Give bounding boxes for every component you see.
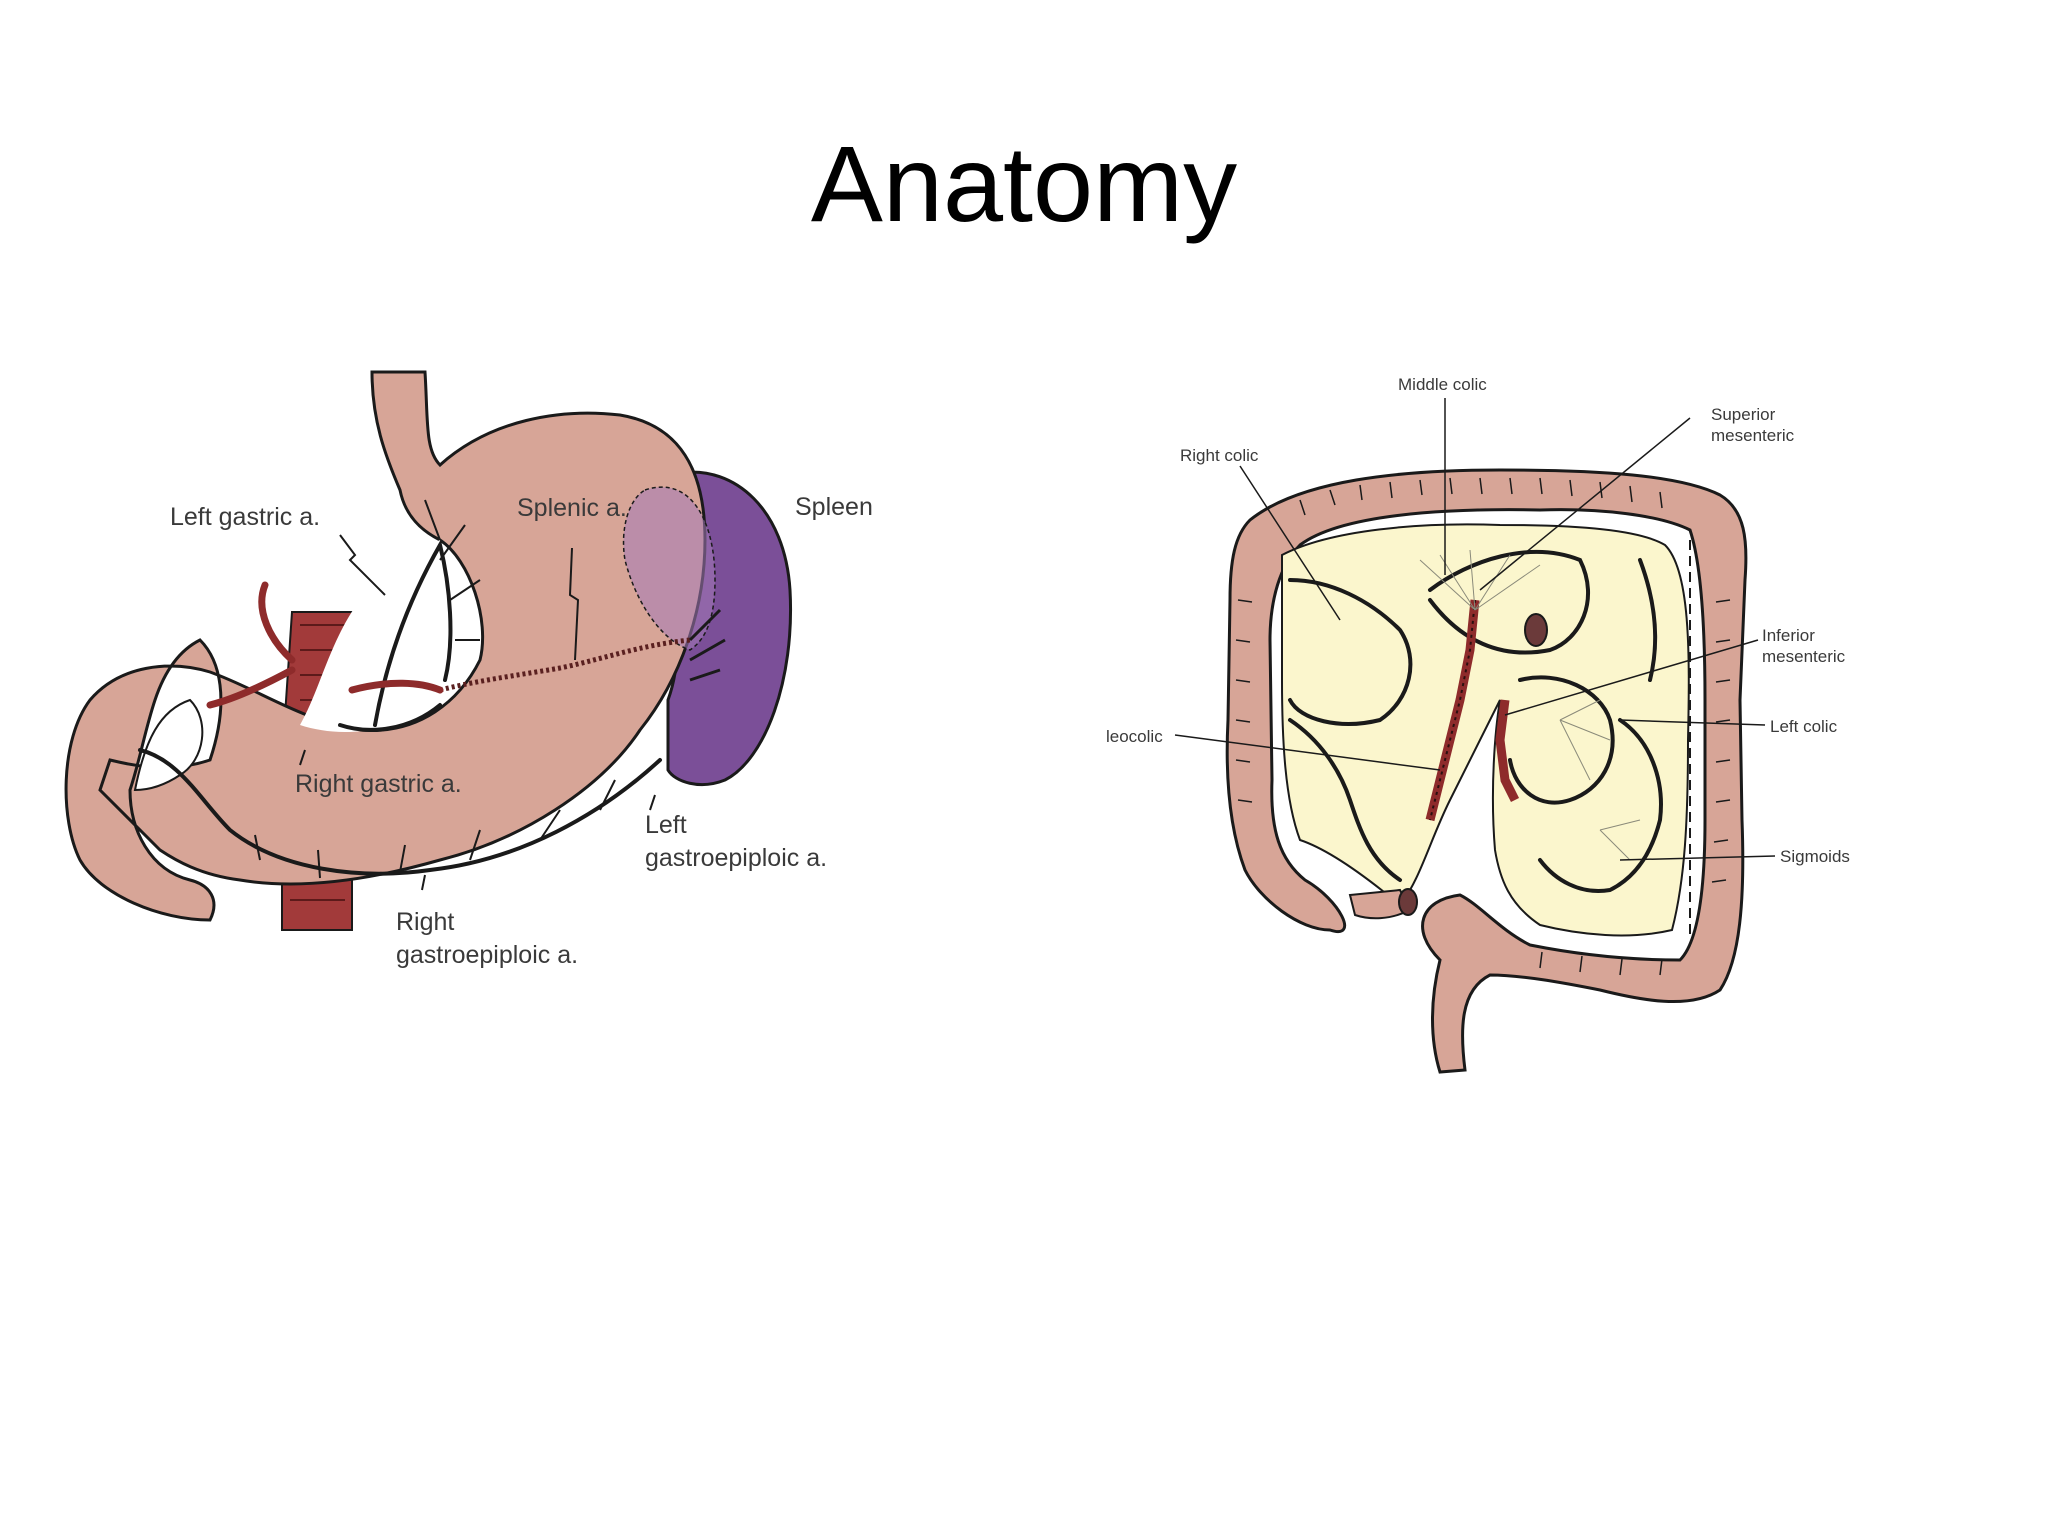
label-right-gastroepiploic-2: gastroepiploic a. [396,941,578,969]
label-ileocolic: leocolic [1106,727,1163,746]
label-right-colic: Right colic [1180,446,1259,465]
label-inferior-mesenteric-2: mesenteric [1762,647,1846,666]
colon [1225,468,1748,1074]
splenic-artery [439,637,691,693]
label-right-gastroepiploic-1: Right [396,908,454,936]
inferior-mesenteric-trunk [1495,699,1520,803]
slide-title: Anatomy [810,123,1238,244]
label-sigmoids: Sigmoids [1780,847,1850,866]
label-left-colic: Left colic [1770,717,1838,736]
label-right-gastric: Right gastric a. [295,770,462,798]
label-superior-mesenteric-1: Superior [1711,405,1776,424]
greater-curve-artery [138,748,662,876]
label-spleen: Spleen [795,493,873,521]
label-splenic: Splenic a. [517,494,627,522]
label-middle-colic: Middle colic [1398,375,1487,394]
right-gastric-artery [338,703,442,732]
label-inferior-mesenteric-1: Inferior [1762,626,1815,645]
label-left-gastroepiploic-2: gastroepiploic a. [645,844,827,872]
left-gastric-artery [373,539,453,727]
label-left-gastric: Left gastric a. [170,503,320,531]
label-left-gastroepiploic-1: Left [645,811,687,839]
label-superior-mesenteric-2: mesenteric [1711,426,1795,445]
